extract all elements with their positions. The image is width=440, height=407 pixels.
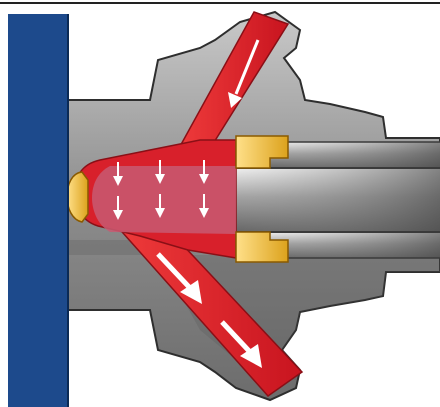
shaft-lower-shade xyxy=(270,232,440,258)
arrow-down-icon xyxy=(113,162,123,186)
outlet-flow-arrows xyxy=(156,252,262,368)
shaft-upper-shade xyxy=(270,142,440,168)
mounting-wall xyxy=(8,14,68,407)
arrow-down-left-icon xyxy=(228,39,260,108)
arrow-down-icon xyxy=(199,194,209,218)
housing-shadow-lower xyxy=(68,240,440,380)
shaft-core-shade xyxy=(236,168,440,232)
gold-sleeve-lower xyxy=(235,231,289,263)
inner-chamber-overlay xyxy=(92,166,236,234)
arrow-down-icon xyxy=(199,160,209,184)
gold-sleeve-upper xyxy=(235,135,289,169)
arrow-down-icon xyxy=(113,196,123,220)
chamber-flow-arrows xyxy=(113,160,209,220)
arrow-down-right-icon xyxy=(156,252,202,304)
arrow-down-right-icon xyxy=(220,320,262,368)
arrow-down-icon xyxy=(155,160,165,184)
arrow-down-icon xyxy=(155,194,165,218)
